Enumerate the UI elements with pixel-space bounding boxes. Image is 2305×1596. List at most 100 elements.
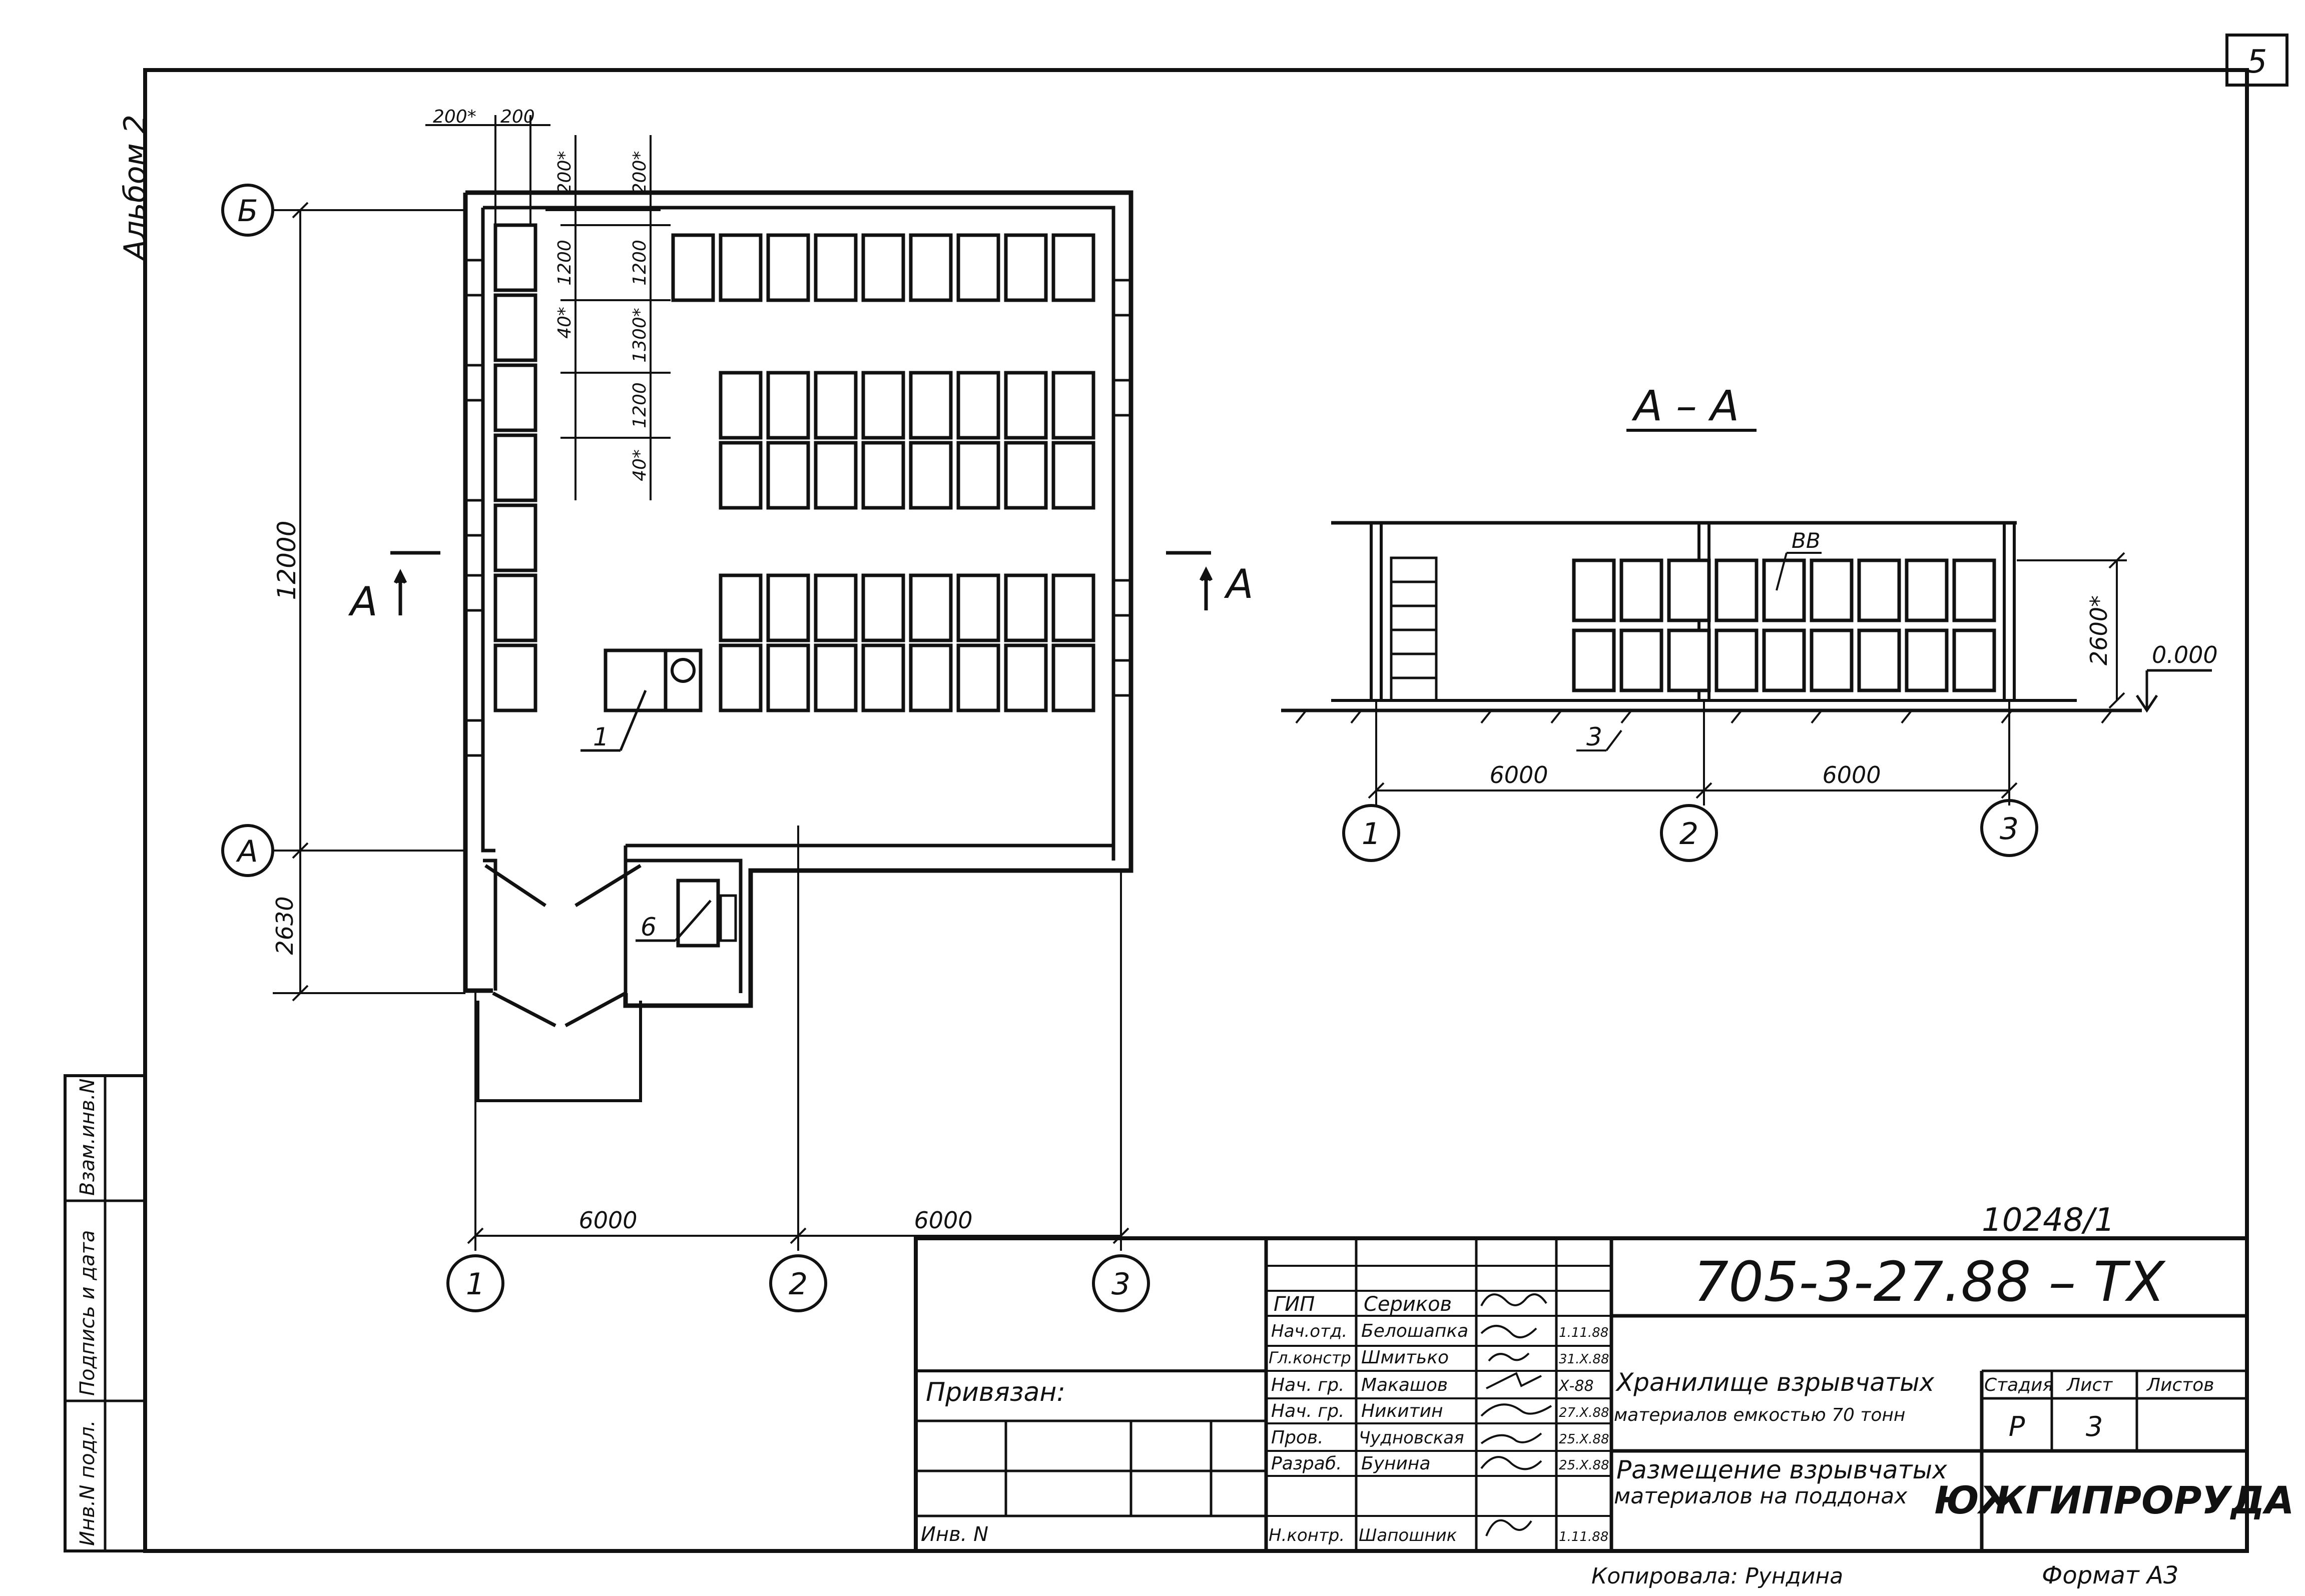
pallets-left-column <box>493 223 537 712</box>
inv-no-label: Инв. N <box>921 1523 988 1546</box>
axis-col-2 <box>769 1254 827 1312</box>
role-4: Нач. гр. <box>1271 1401 1345 1421</box>
signatures <box>1480 1293 1552 1536</box>
section-mark-right <box>1166 551 1213 610</box>
dim-top-200: 200 <box>500 107 535 127</box>
date-4: 27.Х.88 <box>1559 1405 1609 1420</box>
inv-podl-label: Инв.N подл. <box>76 1420 99 1546</box>
role-2: Гл.констр <box>1269 1348 1351 1367</box>
label-vv: ВВ <box>1792 528 1821 553</box>
axis-col-1-label: 1 <box>466 1267 485 1302</box>
date-2: 31.Х.88 <box>1559 1352 1609 1367</box>
dim-side-7: 40* <box>630 449 650 481</box>
name-7: Шапошник <box>1359 1525 1457 1545</box>
name-6: Бунина <box>1361 1453 1431 1474</box>
ground-hatch <box>1295 709 2113 724</box>
role-5: Пров. <box>1271 1427 1324 1448</box>
dim-12000: 12000 <box>272 520 301 600</box>
axis-row-b-label: Б <box>237 194 258 229</box>
object-name-1: Хранилище взрывчатых <box>1615 1368 1935 1397</box>
axis-row-a <box>221 824 274 877</box>
sign-date-label: Подпись и дата <box>76 1230 99 1396</box>
section-aa: А – А <box>1281 381 2218 862</box>
section-height-dim <box>2017 552 2127 709</box>
section-pallets <box>1572 558 1996 692</box>
plan-bottom-dims <box>467 1227 1129 1244</box>
plan-vertical-dims <box>292 202 309 1002</box>
sheet-name-1: Размещение взрывчатых <box>1616 1455 1947 1484</box>
axis-col-3-label: 3 <box>1111 1267 1130 1302</box>
hdr-sheets: Листов <box>2146 1375 2214 1395</box>
role-7: Н.контр. <box>1269 1525 1345 1545</box>
plan-top-dims <box>425 115 671 500</box>
dim-side-6: 1200 <box>630 382 650 428</box>
section-mark-left <box>390 551 440 615</box>
side-stamp: Взам.инв.N Подпись и дата Инв.N подл. <box>64 1074 147 1552</box>
section-axis-1 <box>1342 804 1400 862</box>
format-label: Формат A3 <box>2042 1561 2178 1589</box>
callout-6: 6 <box>641 913 657 942</box>
role-0: ГИП <box>1274 1293 1315 1316</box>
album-label: Альбом 2 <box>118 115 153 262</box>
name-0: Сериков <box>1364 1293 1452 1316</box>
name-4: Никитин <box>1361 1401 1443 1421</box>
section-axis-3-label: 3 <box>2000 812 2019 847</box>
pallets-row-2 <box>719 371 1095 510</box>
callout-1: 1 <box>593 722 609 751</box>
plan-axis-lines <box>273 209 1122 1251</box>
section-span-right: 6000 <box>1822 761 1881 788</box>
section-axis-3 <box>1980 799 2038 857</box>
dim-side-3: 1200 <box>630 240 650 286</box>
pallets-row-1 <box>671 233 1095 302</box>
section-axis-2 <box>1660 804 1718 862</box>
section-axis-2-label: 2 <box>1679 817 1698 852</box>
section-axis-1-label: 1 <box>1362 817 1381 852</box>
dim-side-5: 1300* <box>630 308 650 363</box>
archive-number: 10248/1 <box>1982 1202 2115 1239</box>
hdr-stage: Стадия <box>1984 1375 2053 1395</box>
dim-side-0: 200* <box>554 151 575 195</box>
name-5: Чудновская <box>1359 1428 1464 1448</box>
stamp-roles: ГИП Сериков Нач.отд. Белошапка 1.11.88 Г… <box>1269 1293 1609 1545</box>
axis-col-1 <box>446 1254 504 1312</box>
axis-row-b <box>221 184 274 237</box>
sheet-value: 3 <box>2086 1411 2103 1442</box>
page-number: 5 <box>2247 44 2267 81</box>
height-dim: 2600* <box>2085 595 2112 665</box>
equipment-6 <box>676 879 720 948</box>
date-3: Х-88 <box>1558 1377 1594 1395</box>
dim-side-2: 1200 <box>554 240 575 286</box>
title-block <box>914 1236 2249 1553</box>
role-1: Нач.отд. <box>1271 1321 1347 1341</box>
section-mark-right-label: А <box>1224 561 1254 607</box>
organization: ЮЖГИПРОРУДА <box>1935 1478 2294 1522</box>
bag-stack <box>1390 556 1438 702</box>
dim-side-4: 40* <box>554 307 575 339</box>
section-mark-left-label: А <box>348 578 378 625</box>
hdr-sheet: Лист <box>2066 1375 2113 1395</box>
axis-row-a-label: А <box>235 834 258 869</box>
name-1: Белошапка <box>1361 1321 1468 1341</box>
window-marks <box>464 259 1132 942</box>
date-6: 25.Х.88 <box>1559 1458 1609 1473</box>
stage-value: Р <box>2009 1411 2025 1442</box>
role-6: Разраб. <box>1271 1453 1342 1474</box>
callout-3: 3 <box>1586 722 1602 751</box>
floor-plan: 1 6 <box>221 107 1254 1312</box>
page-number-box <box>2225 34 2288 87</box>
section-span-left: 6000 <box>1489 761 1548 788</box>
dim-span-right: 6000 <box>914 1207 972 1234</box>
date-1: 1.11.88 <box>1559 1325 1608 1340</box>
date-5: 25.Х.88 <box>1559 1432 1609 1447</box>
object-name-2: материалов емкостью 70 тонн <box>1614 1405 1905 1425</box>
designation: 705-3-27.88 – ТХ <box>1693 1250 2166 1314</box>
axis-col-3 <box>1092 1254 1150 1312</box>
pallets-row-3 <box>719 573 1095 712</box>
sheet-name-2: материалов на поддонах <box>1614 1483 1908 1509</box>
equipment-1 <box>581 648 703 752</box>
section-axis-lines <box>1368 700 2018 806</box>
bound-to-label: Привязан: <box>926 1377 1065 1407</box>
date-7: 1.11.88 <box>1559 1529 1608 1544</box>
role-3: Нач. гр. <box>1271 1375 1345 1395</box>
